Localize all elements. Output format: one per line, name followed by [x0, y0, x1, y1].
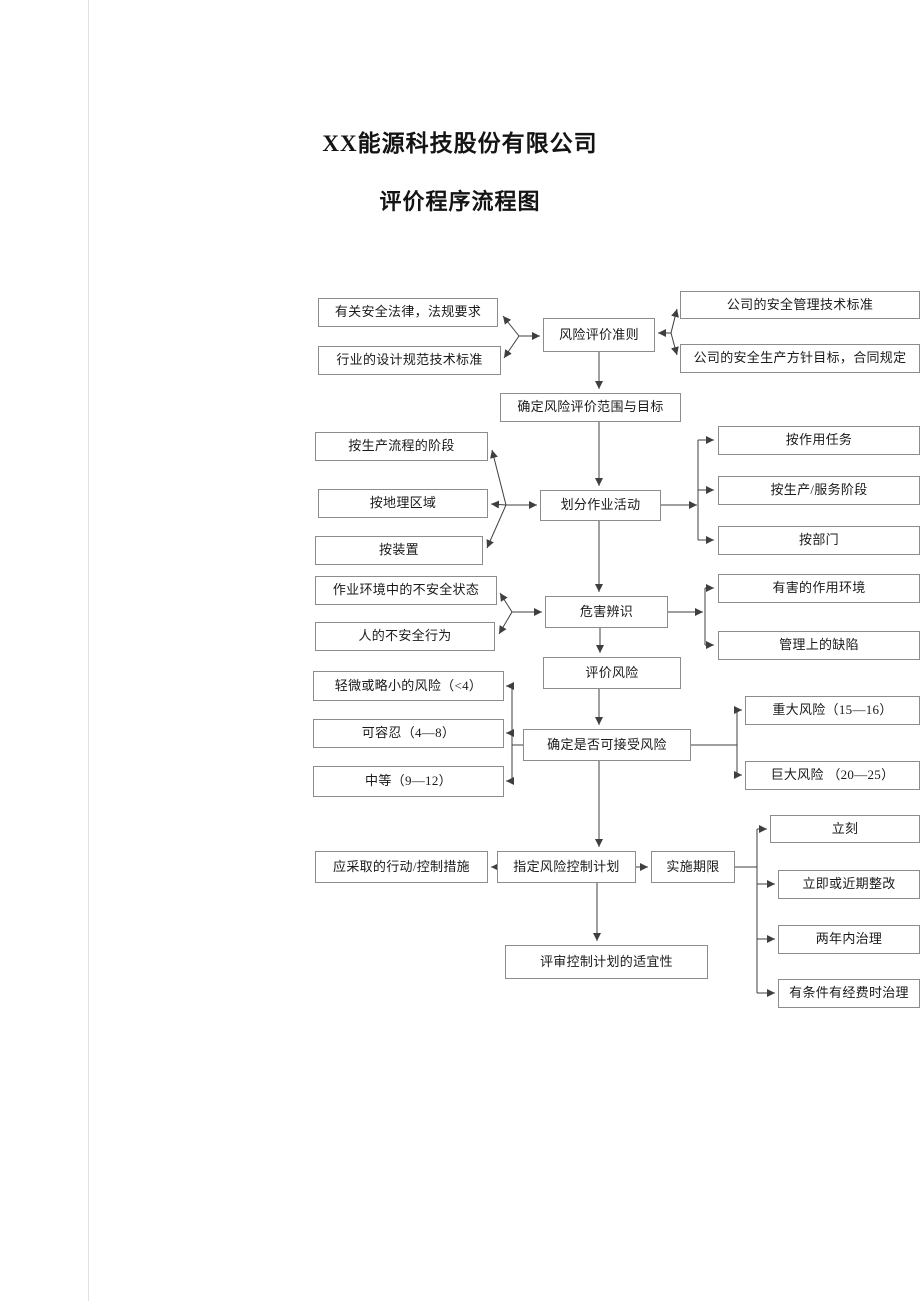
node-near-term-rectify: 立即或近期整改: [778, 870, 920, 899]
node-major-risk: 重大风险（15—16）: [745, 696, 920, 725]
document-subtitle: 评价程序流程图: [379, 189, 541, 214]
node-divide-activities: 划分作业活动: [540, 490, 661, 521]
node-acceptable-risk: 确定是否可接受风险: [523, 729, 691, 761]
node-by-department: 按部门: [718, 526, 920, 555]
node-by-service-stage: 按生产/服务阶段: [718, 476, 920, 505]
node-huge-risk: 巨大风险 （20—25）: [745, 761, 920, 790]
node-by-process-stage: 按生产流程的阶段: [315, 432, 488, 461]
node-risk-criteria: 风险评价准则: [543, 318, 655, 352]
node-harmful-environment: 有害的作用环境: [718, 574, 920, 603]
node-review-plan: 评审控制计划的适宜性: [505, 945, 708, 979]
node-tolerable-risk: 可容忍（4—8）: [313, 719, 504, 748]
node-by-region: 按地理区域: [318, 489, 488, 518]
node-implementation-deadline: 实施期限: [651, 851, 735, 883]
node-hazard-identification: 危害辨识: [545, 596, 668, 628]
node-industry-standards: 行业的设计规范技术标准: [318, 346, 501, 375]
node-evaluate-risk: 评价风险: [543, 657, 681, 689]
node-company-policy: 公司的安全生产方针目标，合同规定: [680, 344, 920, 373]
node-laws: 有关安全法律，法规要求: [318, 298, 498, 327]
node-two-years: 两年内治理: [778, 925, 920, 954]
node-scope-target: 确定风险评价范围与目标: [500, 393, 681, 422]
page-margin-line: [88, 0, 89, 1301]
node-by-device: 按装置: [315, 536, 483, 565]
document-title: XX能源科技股份有限公司: [322, 131, 598, 156]
node-control-plan: 指定风险控制计划: [497, 851, 636, 883]
node-company-standards: 公司的安全管理技术标准: [680, 291, 920, 319]
node-by-task: 按作用任务: [718, 426, 920, 455]
node-when-funded: 有条件有经费时治理: [778, 979, 920, 1008]
node-immediately: 立刻: [770, 815, 920, 843]
node-management-defects: 管理上的缺陷: [718, 631, 920, 660]
node-unsafe-behavior: 人的不安全行为: [315, 622, 495, 651]
node-medium-risk: 中等（9—12）: [313, 766, 504, 797]
node-actions-measures: 应采取的行动/控制措施: [315, 851, 488, 883]
node-slight-risk: 轻微或略小的风险（<4）: [313, 671, 504, 701]
node-unsafe-conditions: 作业环境中的不安全状态: [315, 576, 497, 605]
